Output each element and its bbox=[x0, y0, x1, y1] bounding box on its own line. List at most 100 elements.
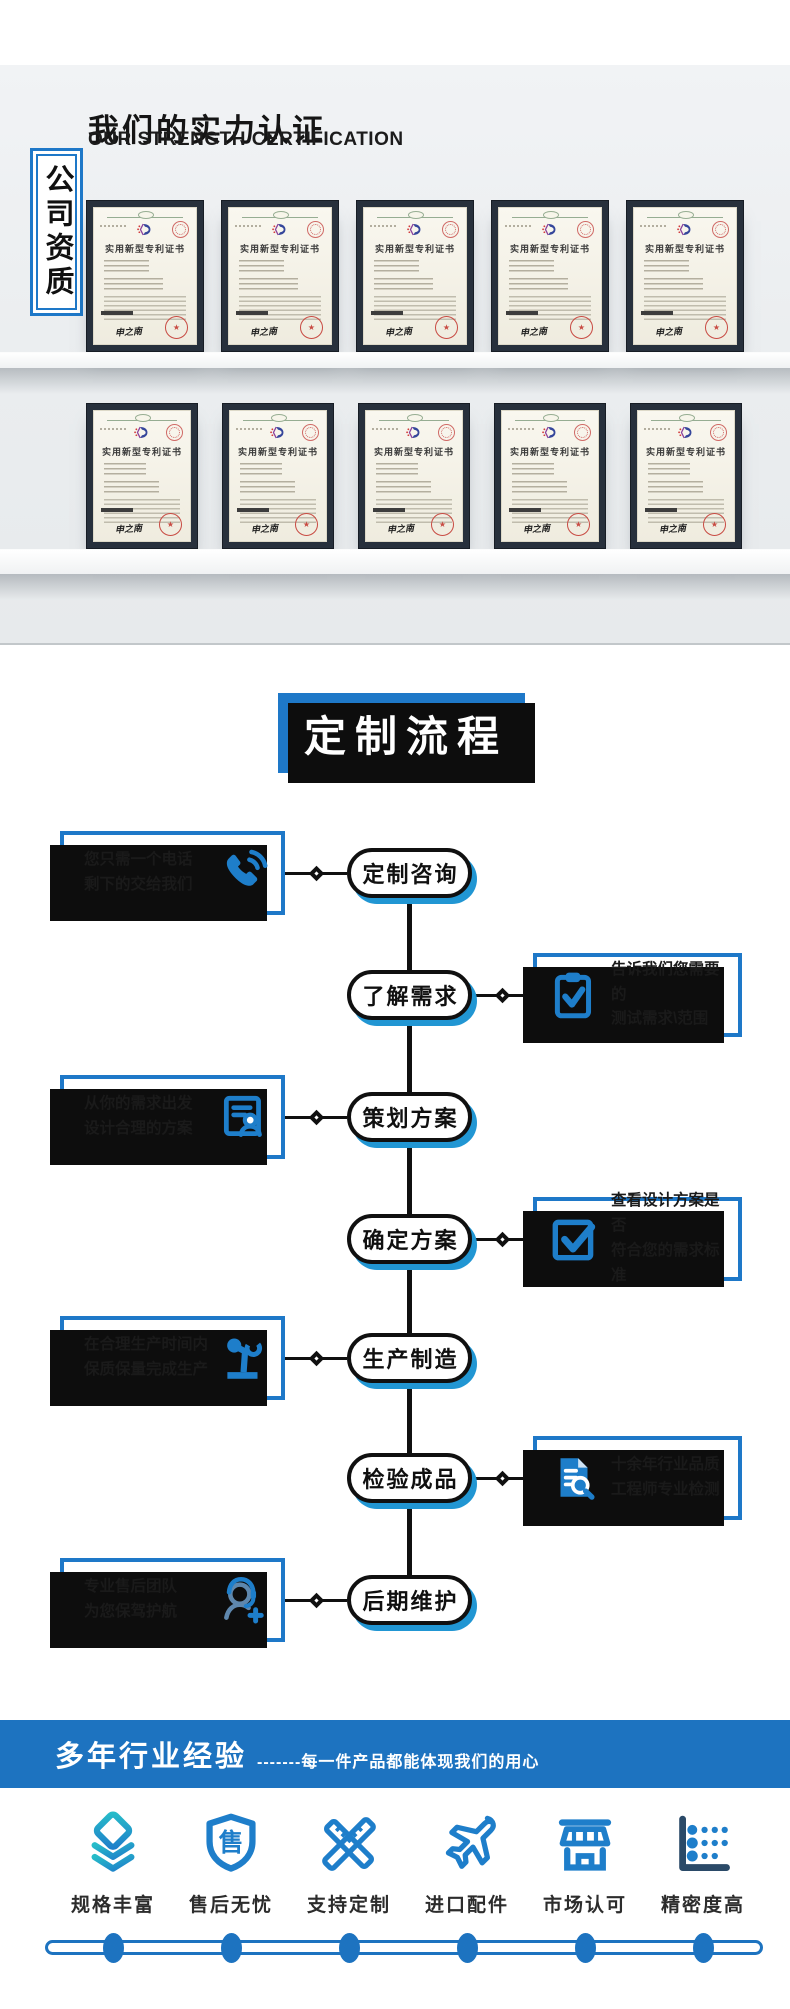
progress-dot bbox=[220, 1933, 242, 1963]
certificate-signature: 申之南 bbox=[249, 327, 278, 339]
red-seal-icon bbox=[438, 424, 455, 441]
red-seal-icon bbox=[442, 221, 459, 238]
progress-dot bbox=[692, 1933, 714, 1963]
experience-subtitle: -------每一件产品都能体现我们的用心 bbox=[257, 1754, 540, 1771]
certificate-title: 实用新型专利证书 bbox=[509, 244, 590, 254]
certificate-number-line bbox=[508, 428, 536, 430]
feature-item: 市场认可 bbox=[530, 1810, 640, 1917]
certificate-number-line bbox=[644, 428, 672, 430]
certificate-number-line bbox=[640, 225, 668, 227]
certificate-title: 实用新型专利证书 bbox=[239, 244, 320, 254]
experience-title: 多年行业经验 bbox=[55, 1741, 248, 1773]
diamond-connector-icon bbox=[494, 1231, 511, 1247]
progress-dot bbox=[102, 1933, 124, 1963]
diamond-connector-icon bbox=[308, 865, 324, 881]
certificate-number-line bbox=[372, 428, 400, 430]
certificate-signature: 申之南 bbox=[250, 524, 279, 536]
flow-note-box: 您只需一个电话剩下的交给我们 bbox=[50, 831, 285, 921]
red-seal-icon bbox=[307, 221, 324, 238]
flow-node: 后期维护 bbox=[347, 1575, 472, 1625]
flow-node: 策划方案 bbox=[347, 1092, 472, 1142]
certificate-ornament bbox=[515, 414, 585, 422]
diamond-connector-icon bbox=[494, 987, 511, 1003]
certificate-shelf-row: 实用新型专利证书 申之南 bbox=[86, 403, 742, 549]
red-stamp-icon bbox=[705, 316, 728, 339]
progress-dot bbox=[574, 1933, 596, 1963]
red-seal-icon bbox=[710, 424, 727, 441]
certificate-title: 实用新型专利证书 bbox=[645, 447, 726, 457]
flow-note-text: 告诉我们您需要的测试需求\范围 bbox=[611, 960, 720, 1028]
certificate-ornament bbox=[651, 414, 721, 422]
diamond-connector-icon bbox=[494, 1470, 511, 1486]
patent-logo-icon bbox=[405, 222, 425, 242]
patent-logo-icon bbox=[404, 425, 424, 445]
shield-icon: 售 bbox=[176, 1810, 286, 1883]
flow-note-box: 专业售后团队为您保驾护航 bbox=[50, 1558, 285, 1648]
flow-note-box: 从你的需求出发设计合理的方案 bbox=[50, 1075, 285, 1165]
certificate-paper: 实用新型专利证书 申之南 bbox=[637, 410, 735, 542]
certificate-title: 实用新型专利证书 bbox=[104, 244, 185, 254]
red-seal-icon bbox=[712, 221, 729, 238]
certificate-paper: 实用新型专利证书 申之南 bbox=[365, 410, 463, 542]
svg-text:售: 售 bbox=[219, 1828, 244, 1857]
patent-logo-icon bbox=[540, 425, 560, 445]
process-title: 定制流程 bbox=[303, 712, 508, 760]
flow-node: 定制咨询 bbox=[347, 848, 472, 898]
certificate-ornament bbox=[107, 211, 183, 219]
red-seal-icon bbox=[302, 424, 319, 441]
flow-node: 了解需求 bbox=[347, 970, 472, 1020]
certificate-paper: 实用新型专利证书 申之南 bbox=[363, 207, 467, 345]
flow-note-text: 从你的需求出发设计合理的方案 bbox=[84, 1095, 193, 1137]
certificate: 实用新型专利证书 申之南 bbox=[356, 200, 474, 352]
patent-logo-icon bbox=[676, 425, 696, 445]
certificate-paper: 实用新型专利证书 申之南 bbox=[93, 410, 191, 542]
document-user-icon bbox=[217, 1090, 271, 1144]
feature-item: 支持定制 bbox=[294, 1810, 404, 1917]
flow-node: 生产制造 bbox=[347, 1333, 472, 1383]
flow-node-label: 生产制造 bbox=[362, 1347, 459, 1372]
flow-node-label: 检验成品 bbox=[362, 1467, 459, 1492]
layers-icon bbox=[58, 1810, 168, 1883]
phone-icon bbox=[217, 846, 271, 900]
features-section: 规格丰富售售后无忧支持定制进口配件市场认可精密度高 bbox=[0, 1788, 790, 2009]
certificate-text-lines bbox=[509, 260, 591, 321]
certificate-paper: 实用新型专利证书 申之南 bbox=[633, 207, 737, 345]
flow-note-text: 十余年行业品质工程师专业检测 bbox=[611, 1456, 720, 1498]
certificate-text-lines bbox=[648, 463, 724, 524]
progress-dot bbox=[338, 1933, 360, 1963]
certificate-number-line bbox=[370, 225, 398, 227]
feature-label: 售后无忧 bbox=[188, 1895, 273, 1916]
certificate-number-line bbox=[505, 225, 533, 227]
certificate-ornament bbox=[107, 414, 177, 422]
patent-logo-icon bbox=[135, 222, 155, 242]
flow-node-label: 后期维护 bbox=[362, 1589, 459, 1614]
certificate-title: 实用新型专利证书 bbox=[373, 447, 454, 457]
certificate-signature: 申之南 bbox=[654, 327, 683, 339]
red-stamp-icon bbox=[159, 513, 182, 536]
patent-logo-icon bbox=[540, 222, 560, 242]
feature-label: 进口配件 bbox=[424, 1895, 509, 1916]
certificate-title: 实用新型专利证书 bbox=[101, 447, 182, 457]
certificate: 实用新型专利证书 申之南 bbox=[358, 403, 470, 549]
red-seal-icon bbox=[166, 424, 183, 441]
certificate: 实用新型专利证书 申之南 bbox=[626, 200, 744, 352]
rulers-icon bbox=[294, 1810, 404, 1883]
certificate-signature: 申之南 bbox=[658, 524, 687, 536]
process-title-box: 定制流程 bbox=[278, 693, 535, 783]
feature-label: 支持定制 bbox=[306, 1895, 391, 1916]
certificate: 实用新型专利证书 申之南 bbox=[221, 200, 339, 352]
certificate: 实用新型专利证书 申之南 bbox=[491, 200, 609, 352]
flow-node-label: 策划方案 bbox=[362, 1106, 459, 1131]
feature-label: 规格丰富 bbox=[70, 1895, 155, 1916]
certificate-signature: 申之南 bbox=[519, 327, 548, 339]
certificate-text-lines bbox=[374, 260, 456, 321]
flow-node-label: 了解需求 bbox=[362, 984, 459, 1009]
company-qualification-tag-label: 公司资质 bbox=[36, 154, 77, 310]
section-subtitle: OUR STRENGTH CERTIFICATION bbox=[88, 129, 404, 150]
certificate-number-line bbox=[100, 225, 128, 227]
certificate-ornament bbox=[379, 414, 449, 422]
patent-logo-icon bbox=[132, 425, 152, 445]
red-stamp-icon bbox=[570, 316, 593, 339]
certificate-paper: 实用新型专利证书 申之南 bbox=[501, 410, 599, 542]
